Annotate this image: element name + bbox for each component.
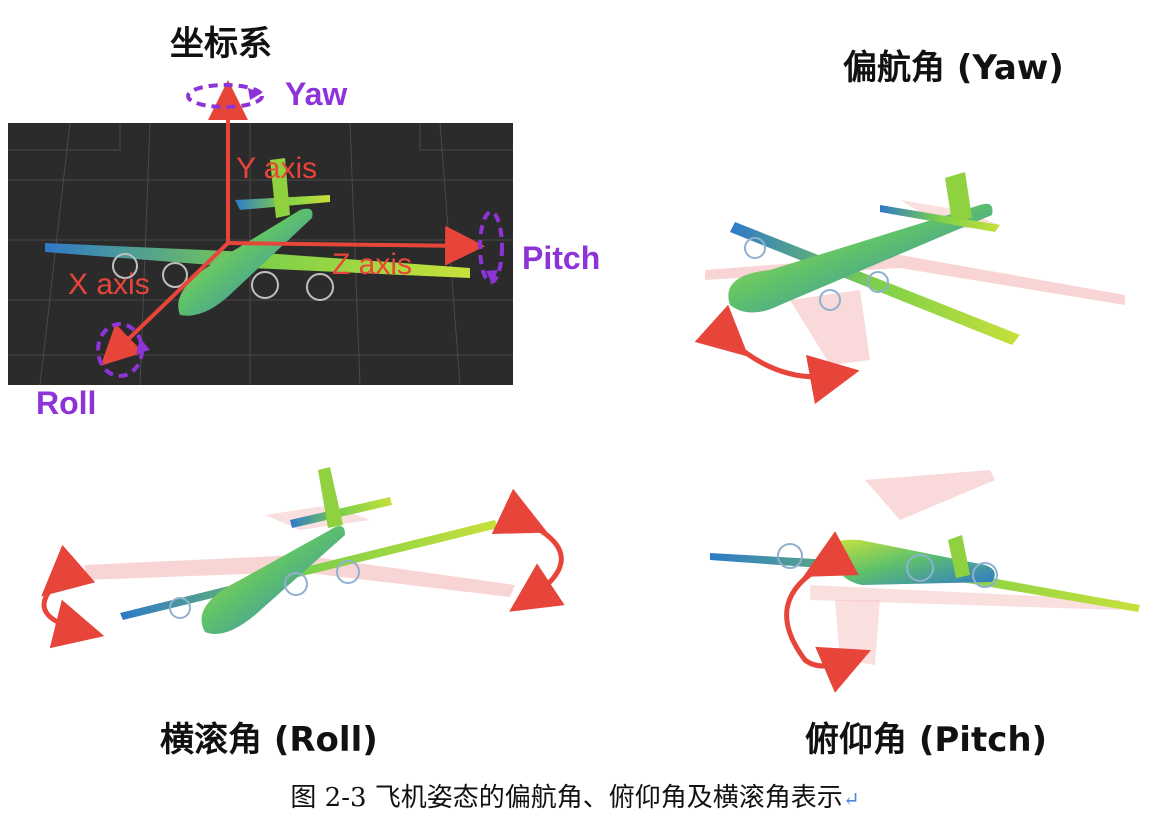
paragraph-mark-icon: ↵: [842, 787, 860, 811]
yaw-plane: [694, 172, 1125, 405]
coord-viewport: [8, 80, 513, 386]
roll-rotation-symbol: [96, 322, 150, 378]
yaw-panel-title: 偏航角 (Yaw): [843, 48, 1064, 88]
pitch-rotation-symbol: [478, 210, 504, 284]
z-axis-line: [227, 225, 485, 266]
z-axis-label: Z axis: [332, 248, 413, 281]
yaw-rotation-symbol: [186, 83, 264, 109]
pitch-rotation-label: Pitch: [522, 240, 601, 276]
coord-panel-title: 坐标系: [170, 24, 272, 64]
roll-panel-title: 横滚角 (Roll): [160, 720, 378, 760]
roll-plane: [41, 467, 565, 649]
pitch-arrow: [784, 531, 871, 693]
y-axis-label: Y axis: [236, 152, 318, 185]
yaw-arrow: [694, 304, 860, 405]
x-axis-line: [100, 241, 230, 366]
axis-lines: [100, 80, 485, 366]
caption-text: 图 2-3 飞机姿态的偏航角、俯仰角及横滚角表示: [290, 783, 843, 813]
x-axis-label: X axis: [68, 268, 150, 301]
roll-arrow-right: [491, 488, 565, 612]
roll-rotation-label: Roll: [36, 385, 97, 421]
pitch-panel-title: 俯仰角 (Pitch): [805, 720, 1048, 760]
roll-arrow-left: [41, 544, 105, 649]
yaw-rotation-label: Yaw: [285, 76, 348, 112]
figure-caption: 图 2-3 飞机姿态的偏航角、俯仰角及横滚角表示↵: [0, 777, 1150, 814]
pitch-plane: [710, 470, 1140, 693]
coord-plane: [45, 158, 470, 316]
